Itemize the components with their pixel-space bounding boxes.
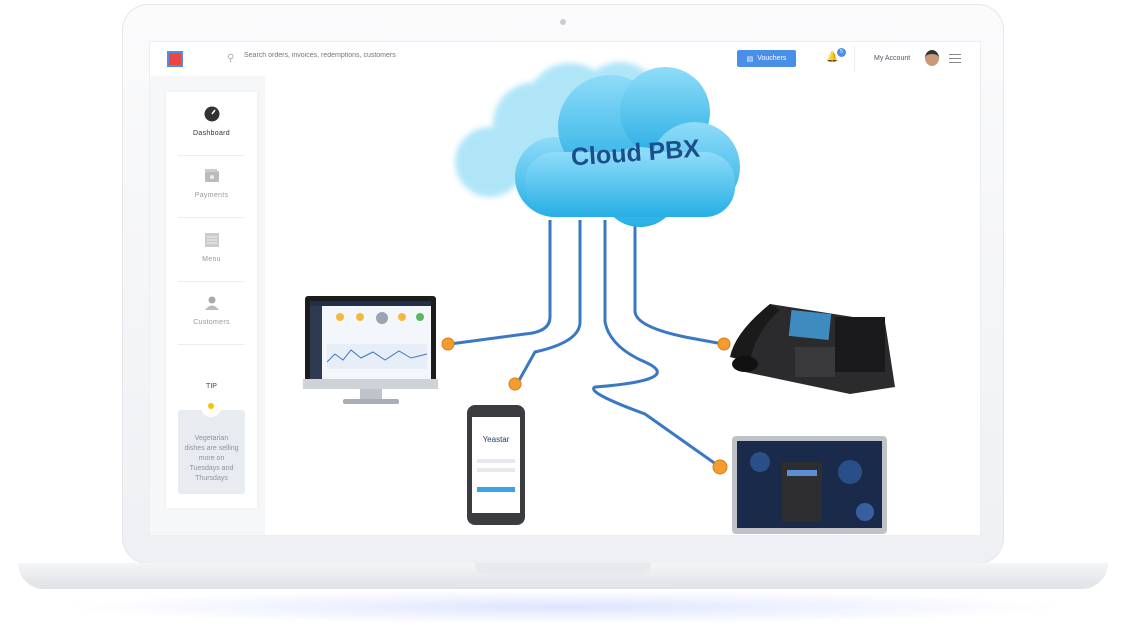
desktop-monitor-icon bbox=[303, 296, 438, 404]
wallet-icon bbox=[204, 169, 219, 182]
laptop-shadow bbox=[60, 590, 1066, 624]
sidebar-item-payments[interactable]: Payments bbox=[178, 158, 245, 220]
sidebar-divider bbox=[178, 344, 245, 345]
app-screen: ⚲ ▤ Vouchers 🔔 5 My Account Dashboard Pa… bbox=[149, 41, 981, 536]
cloud-pbx-diagram: Cloud PBX Yeastar bbox=[303, 62, 895, 534]
avatar[interactable] bbox=[925, 50, 939, 66]
camera-dot bbox=[560, 19, 566, 25]
sidebar-item-label: Customers bbox=[193, 319, 230, 326]
menu-list-icon bbox=[204, 233, 219, 247]
search-input[interactable] bbox=[242, 51, 506, 60]
connection-lines bbox=[449, 220, 724, 469]
laptop-device-icon bbox=[732, 436, 887, 534]
sidebar-divider bbox=[178, 155, 245, 156]
app-logo-icon[interactable] bbox=[167, 51, 183, 67]
sidebar-item-label: Payments bbox=[194, 192, 229, 199]
node-smartphone bbox=[508, 377, 522, 391]
hamburger-menu-icon[interactable] bbox=[949, 54, 961, 63]
line-to-ip-phone bbox=[633, 220, 724, 346]
sidebar-item-menu[interactable]: Menu bbox=[178, 222, 245, 284]
line-to-smartphone bbox=[515, 220, 582, 385]
laptop-notch bbox=[475, 563, 651, 575]
tip-text: Vegetarian dishes are selling more on Tu… bbox=[184, 435, 239, 482]
sidebar-item-label: Dashboard bbox=[193, 130, 230, 137]
vouchers-label: Vouchers bbox=[757, 55, 787, 62]
ticket-icon: ▤ bbox=[746, 55, 754, 63]
search-icon: ⚲ bbox=[227, 53, 235, 64]
tip-box: Vegetarian dishes are selling more on Tu… bbox=[178, 410, 245, 494]
notification-badge: 5 bbox=[837, 48, 846, 57]
my-account-link[interactable]: My Account bbox=[874, 55, 911, 62]
customers-icon bbox=[204, 296, 219, 310]
node-laptop bbox=[712, 459, 728, 475]
sidebar-item-dashboard[interactable]: Dashboard bbox=[178, 96, 245, 158]
bell-icon[interactable]: 🔔 bbox=[826, 52, 839, 63]
smartphone-icon: Yeastar bbox=[467, 405, 525, 525]
node-ip-phone bbox=[717, 337, 731, 351]
gauge-icon bbox=[204, 106, 219, 122]
topbar-divider bbox=[854, 46, 855, 72]
ip-desk-phone-icon bbox=[730, 304, 895, 394]
sidebar-divider bbox=[178, 281, 245, 282]
sidebar-divider bbox=[178, 217, 245, 218]
node-desktop bbox=[441, 337, 455, 351]
vouchers-button[interactable]: ▤ Vouchers bbox=[737, 50, 796, 67]
line-to-laptop bbox=[592, 220, 721, 469]
line-to-desktop bbox=[449, 220, 552, 346]
sidebar: Dashboard Payments Menu Customers TIP Ve… bbox=[166, 92, 257, 508]
sidebar-item-customers[interactable]: Customers bbox=[178, 285, 245, 347]
cloud-icon bbox=[455, 62, 740, 227]
top-bar: ⚲ ▤ Vouchers 🔔 5 My Account bbox=[150, 42, 980, 76]
lightbulb-icon bbox=[201, 397, 221, 417]
connection-nodes bbox=[441, 337, 731, 475]
sidebar-item-label: Menu bbox=[202, 256, 221, 263]
tip-title: TIP bbox=[206, 383, 217, 390]
phone-app-brand: Yeastar bbox=[483, 435, 510, 444]
